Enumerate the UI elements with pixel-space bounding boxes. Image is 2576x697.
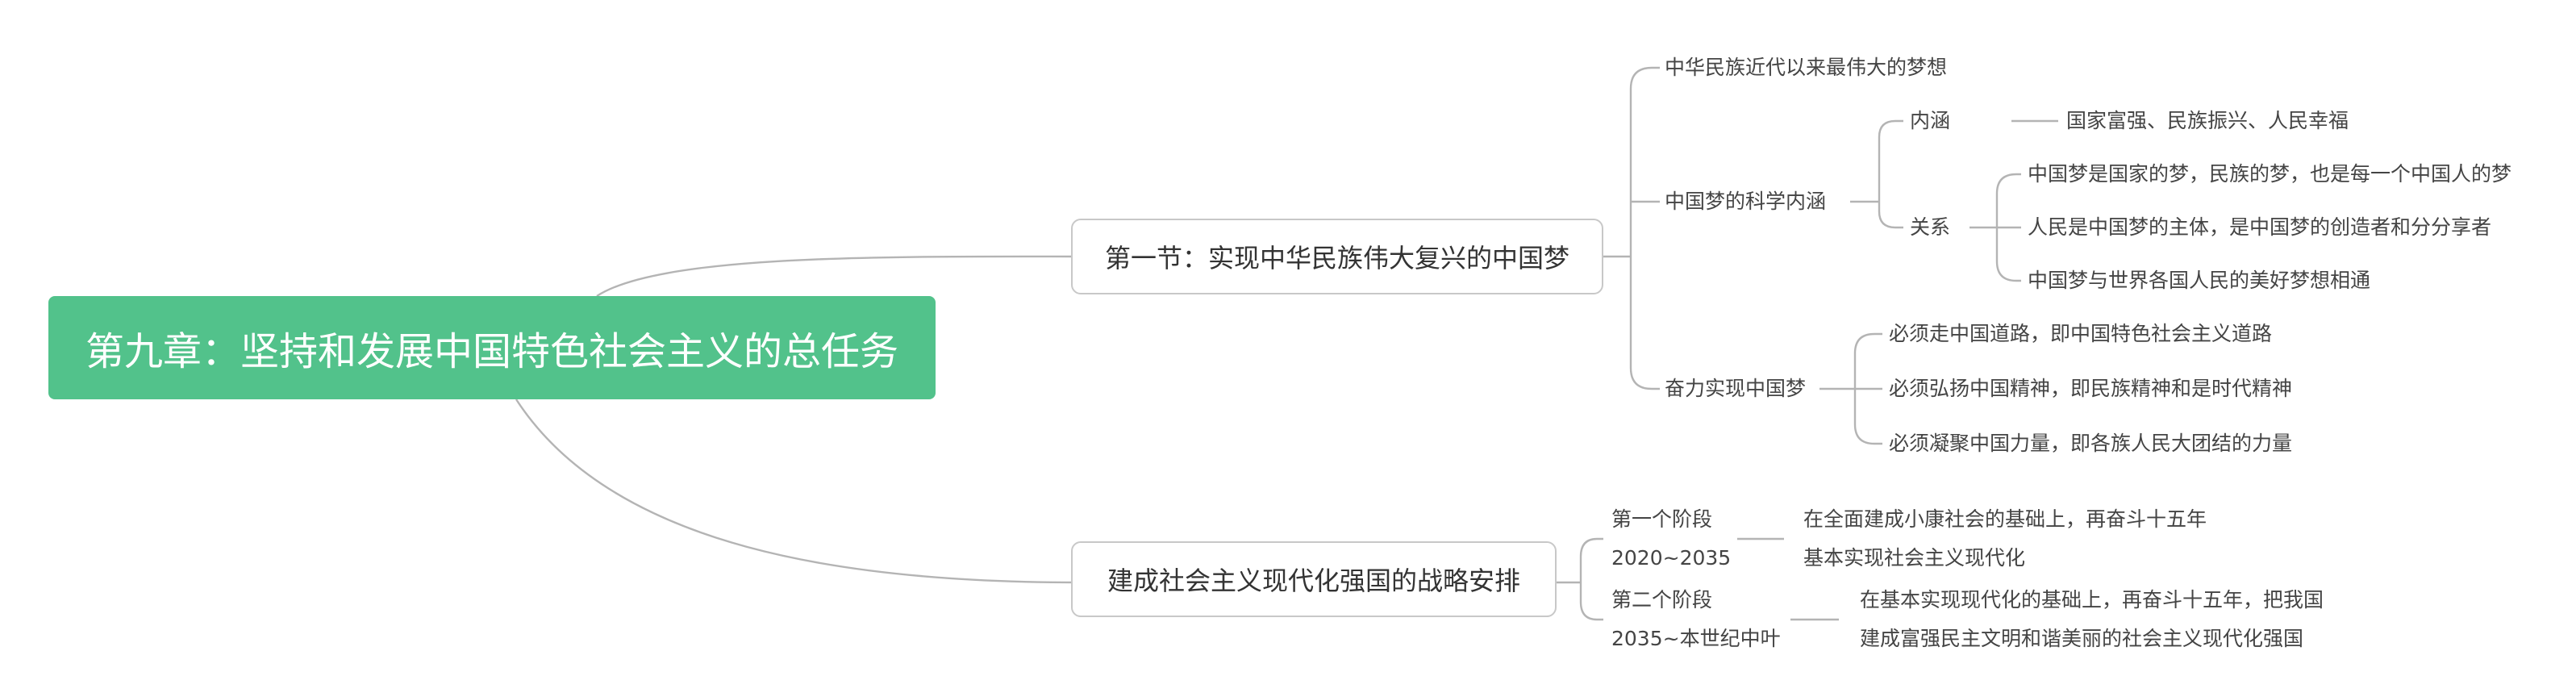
subtopic-guanxi[interactable]: 关系	[1910, 215, 1951, 239]
fenli-details-connector	[1819, 332, 1882, 445]
stage2-topic[interactable]: 第二个阶段 2035~本世纪中叶	[1611, 581, 1781, 658]
stage2-period: 2035~本世纪中叶	[1611, 627, 1781, 650]
subtopic-scientific-meaning[interactable]: 中国梦的科学内涵	[1665, 190, 1827, 213]
section1-title: 第一节：实现中华民族伟大复兴的中国梦	[1104, 243, 1569, 273]
fenli-detail-2[interactable]: 必须弘扬中国精神，即民族精神和是时代精神	[1889, 377, 2293, 400]
guanxi-detail-2[interactable]: 人民是中国梦的主体，是中国梦的创造者和分分享者	[2028, 215, 2492, 239]
stage1-detail[interactable]: 在全面建成小康社会的基础上，再奋斗十五年 基本实现社会主义现代化	[1803, 500, 2207, 578]
root-to-section1-line	[596, 255, 1080, 298]
guanxi-details-connector	[1970, 173, 2021, 282]
stage2-detail-line1: 在基本实现现代化的基础上，再奋斗十五年，把我国	[1860, 588, 2324, 611]
section2-stages-connector	[1557, 537, 1603, 621]
subtopic-greatest-dream[interactable]: 中华民族近代以来最伟大的梦想	[1665, 56, 1948, 79]
stage1-period: 2020~2035	[1611, 546, 1732, 570]
stage1-topic[interactable]: 第一个阶段 2020~2035	[1611, 500, 1731, 578]
stage1-name: 第一个阶段	[1611, 507, 1713, 531]
root-to-section2-line	[515, 399, 1080, 584]
section2-topic[interactable]: 建成社会主义现代化强国的战略安排	[1071, 541, 1557, 617]
neihan-detail[interactable]: 国家富强、民族振兴、人民幸福	[2066, 109, 2349, 132]
section1-topic[interactable]: 第一节：实现中华民族伟大复兴的中国梦	[1071, 219, 1603, 294]
stage1-detail-line2: 基本实现社会主义现代化	[1803, 546, 2026, 570]
section2-title: 建成社会主义现代化强国的战略安排	[1107, 566, 1520, 596]
fenli-detail-1[interactable]: 必须走中国道路，即中国特色社会主义道路	[1889, 322, 2273, 345]
stage2-name: 第二个阶段	[1611, 588, 1713, 611]
subtopic-strive-realize[interactable]: 奋力实现中国梦	[1665, 377, 1807, 400]
guanxi-detail-1[interactable]: 中国梦是国家的梦，民族的梦，也是每一个中国人的梦	[2028, 162, 2512, 186]
stage1-detail-line1: 在全面建成小康社会的基础上，再奋斗十五年	[1803, 507, 2207, 531]
fenli-detail-3[interactable]: 必须凝聚中国力量，即各族人民大团结的力量	[1889, 432, 2293, 455]
guanxi-detail-3[interactable]: 中国梦与世界各国人民的美好梦想相通	[2028, 269, 2371, 292]
root-topic[interactable]: 第九章：坚持和发展中国特色社会主义的总任务	[48, 296, 936, 399]
section1-children-connector	[1603, 66, 1660, 390]
subtopic-neihan[interactable]: 内涵	[1910, 109, 1951, 132]
neihan-guanxi-connector	[1850, 119, 1903, 229]
root-topic-title: 第九章：坚持和发展中国特色社会主义的总任务	[85, 329, 898, 374]
stage2-detail-line2: 建成富强民主文明和谐美丽的社会主义现代化强国	[1860, 627, 2304, 650]
stage2-detail[interactable]: 在基本实现现代化的基础上，再奋斗十五年，把我国 建成富强民主文明和谐美丽的社会主…	[1860, 581, 2324, 658]
